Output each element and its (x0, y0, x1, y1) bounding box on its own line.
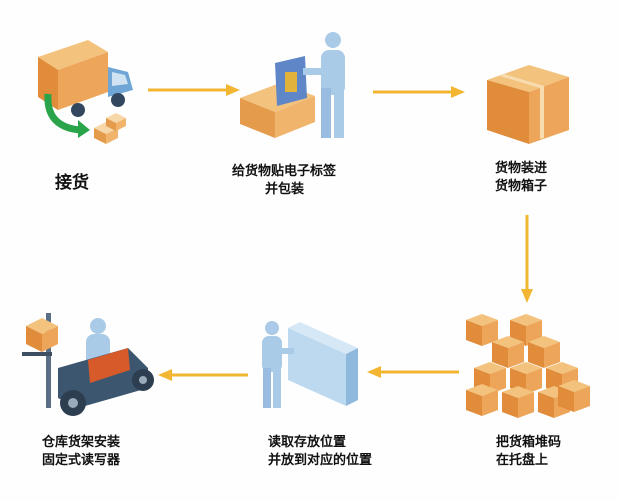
step-label-reader: 仓库货架安装固定式读写器 (42, 435, 121, 468)
arrow-right-icon (148, 82, 240, 98)
arrow-left-icon (158, 367, 248, 383)
arrow-down-icon (519, 215, 535, 303)
step-label-receive: 接货 (55, 173, 89, 193)
step-label-box: 货物装进货物箱子 (495, 161, 548, 194)
step-label-tag: 给货物贴电子标签并包装 (232, 164, 337, 197)
stacked-boxes-illustration (466, 312, 590, 420)
box-illustration (484, 62, 574, 147)
forklift-illustration (18, 308, 163, 420)
placing-illustration (258, 318, 363, 413)
truck-illustration (28, 32, 138, 152)
step-label-stack: 把货箱堆码在托盘上 (496, 435, 562, 468)
arrow-right-icon (373, 84, 465, 100)
arrow-left-icon (367, 364, 459, 380)
step-label-place: 读取存放位置并放到对应的位置 (268, 435, 373, 468)
tagging-illustration (235, 28, 355, 143)
